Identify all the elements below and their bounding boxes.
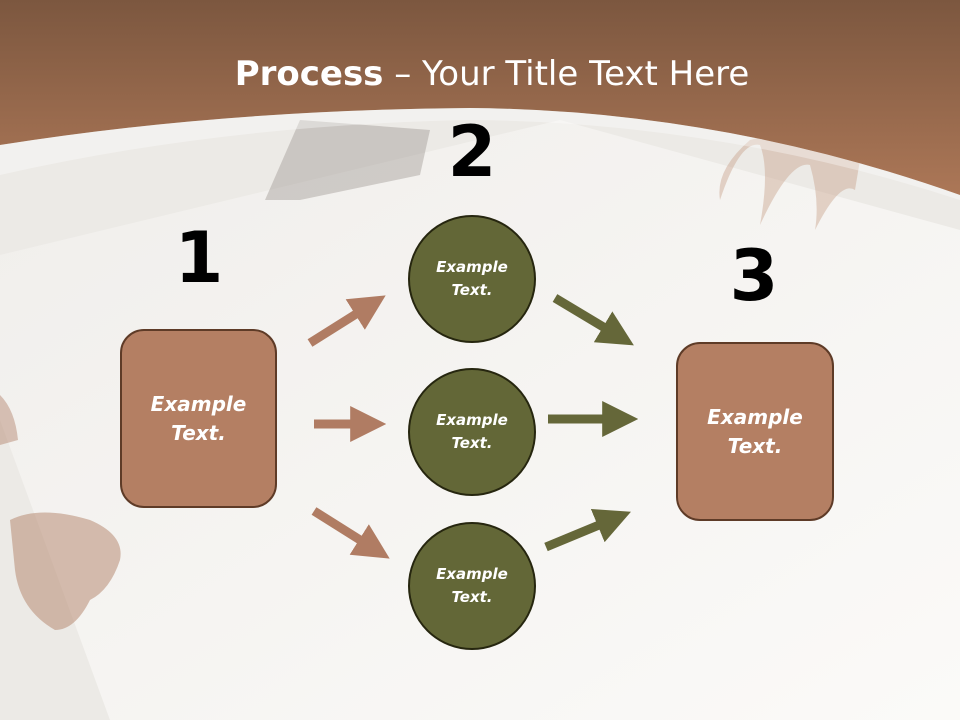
arrow-1-to-2-bottom [311,507,390,559]
slide-title: Process – Your Title Text Here [0,52,960,96]
title-rest: – Your Title Text Here [383,54,750,94]
step-1-number: 1 [174,217,224,299]
title-bold: Process [234,54,384,94]
step-2-number: 2 [447,111,497,193]
step-3-label: Example Text. [707,404,803,458]
hand-shape [10,512,121,630]
arrow-1-to-2-top [307,295,386,347]
step-2-circle-bottom: Example Text. [408,522,536,650]
step-2-circle-top: Example Text. [408,215,536,343]
arrow-2-top-to-3 [552,294,634,346]
step-3-box: Example Text. [676,342,834,521]
header-swoosh [0,108,960,200]
step-3-number: 3 [729,235,779,317]
arrow-2-bottom-to-3 [544,508,631,552]
header-band [0,0,960,195]
hand-shape [265,120,430,200]
step-2-circle-middle: Example Text. [408,368,536,496]
step-1-label: Example Text. [150,391,247,445]
step-2-circle-top-label: Example Text. [436,258,508,299]
step-2-circle-bottom-label: Example Text. [436,565,508,606]
step-2-circle-middle-label: Example Text. [436,411,508,452]
hand-shape [0,395,18,445]
step-1-box: Example Text. [120,329,277,508]
